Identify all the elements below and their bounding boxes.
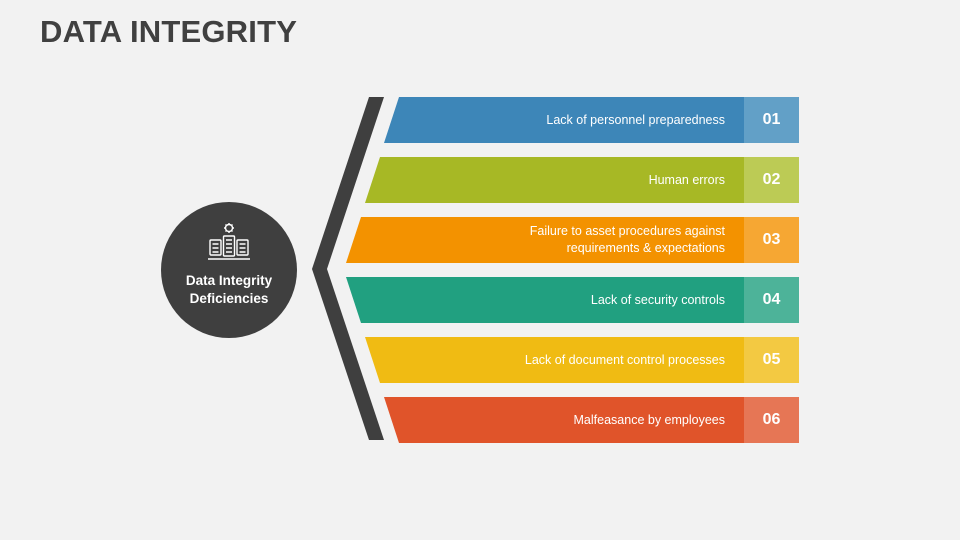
center-label: Data Integrity Deficiencies [185,273,273,306]
item-label: Failure to asset procedures against requ… [529,224,725,255]
item-band [365,337,745,383]
item-number: 05 [744,337,799,383]
item-number: 06 [744,397,799,443]
list-item: Lack of security controls 04 [346,277,799,323]
list-item: Human errors 02 [365,157,799,203]
item-band [384,397,745,443]
item-number: 01 [744,97,799,143]
list-item: Failure to asset procedures against requ… [346,217,799,263]
center-circle: Data Integrity Deficiencies [161,202,297,338]
item-band [346,217,745,263]
item-label: Lack of personnel preparedness [546,112,725,127]
item-label: Malfeasance by employees [573,412,725,427]
item-label: Lack of security controls [590,292,725,307]
item-band [384,97,745,143]
server-gear-icon [208,223,250,260]
item-number: 03 [744,217,799,263]
item-band [346,277,745,323]
item-number: 04 [744,277,799,323]
page-title: DATA INTEGRITY [40,14,298,49]
list-item: Malfeasance by employees 06 [384,397,799,443]
item-number: 02 [744,157,799,203]
item-band [365,157,745,203]
list-item: Lack of personnel preparedness 01 [384,97,799,143]
item-label: Human errors [648,172,725,187]
item-label: Lack of document control processes [524,352,725,367]
list-item: Lack of document control processes 05 [365,337,799,383]
